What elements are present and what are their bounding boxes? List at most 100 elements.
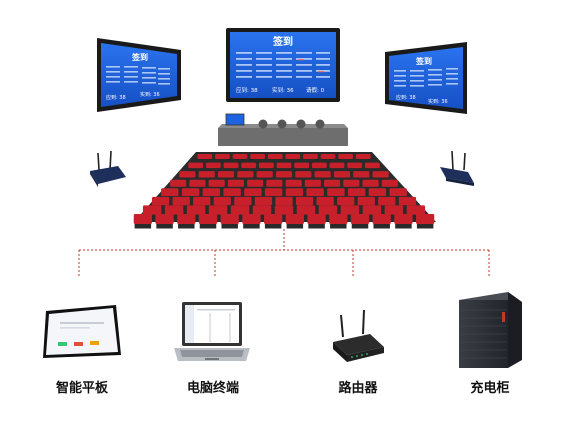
seat-base <box>199 177 215 181</box>
seat-base <box>382 186 398 191</box>
seat-base <box>238 177 253 181</box>
seat <box>164 205 184 215</box>
seat <box>189 179 206 187</box>
seat <box>372 214 391 224</box>
seat-base <box>328 196 344 200</box>
seat <box>347 188 366 197</box>
seat <box>220 214 239 224</box>
seat <box>244 188 262 197</box>
seat-base <box>385 214 403 219</box>
seat <box>378 196 396 206</box>
seat <box>384 205 404 215</box>
seat-base <box>265 196 282 200</box>
seat-base <box>303 159 318 162</box>
seat-base <box>353 177 369 181</box>
seat <box>198 171 215 178</box>
seat <box>264 214 283 224</box>
seat <box>340 205 360 215</box>
seat <box>337 196 355 206</box>
seat <box>303 154 318 159</box>
seat <box>142 205 162 215</box>
seat <box>285 188 304 197</box>
center-screen-stat-c: 请假: 0 <box>306 86 325 94</box>
seat <box>364 162 380 169</box>
seat <box>247 179 264 187</box>
seat <box>223 162 239 169</box>
seat-base <box>224 168 238 171</box>
seat <box>304 179 321 187</box>
label-charging-cabinet: 充电柜 <box>470 381 510 396</box>
seat <box>306 188 324 197</box>
seat <box>186 205 206 215</box>
left-display-screen: 签到 应到: 38 实到: 36 <box>97 38 181 112</box>
seat <box>347 162 363 169</box>
seat-base <box>407 214 425 219</box>
seat-base <box>276 177 292 181</box>
seat-base <box>338 159 353 162</box>
center-screen-stat-b: 实到: 36 <box>272 86 294 94</box>
seat <box>285 154 301 159</box>
seat-base <box>170 186 186 191</box>
seat <box>188 162 204 169</box>
seat-base <box>315 177 330 181</box>
seat-base <box>347 168 362 171</box>
center-display-screen: 签到 应到: 38 实到: 36 请假: 0 <box>226 28 340 102</box>
seat-base <box>188 168 203 171</box>
seat <box>343 179 360 187</box>
label-smart-tablet: 智能平板 <box>55 381 108 396</box>
seat <box>223 188 241 197</box>
seat <box>275 196 293 206</box>
seat-base <box>165 214 183 219</box>
seat <box>318 205 338 215</box>
seat <box>177 214 196 224</box>
seat <box>197 154 213 159</box>
seat <box>389 188 407 197</box>
seat <box>213 196 231 206</box>
seat-base <box>341 214 359 219</box>
seat <box>258 162 274 169</box>
podium-monitor-icon <box>225 113 245 126</box>
seat <box>215 154 230 159</box>
smart-tablet-icon <box>43 305 121 358</box>
seat <box>151 196 170 206</box>
seat-base <box>307 196 324 200</box>
seat <box>193 196 211 206</box>
seat-base <box>275 214 293 219</box>
center-screen-stat-a: 应到: 38 <box>236 86 258 94</box>
seat-base <box>250 159 265 162</box>
seat <box>362 205 382 215</box>
seat-base <box>259 168 274 171</box>
seat <box>232 154 248 159</box>
seat <box>230 205 250 215</box>
right-screen-stat-b: 实到: 36 <box>428 98 448 105</box>
seat-base <box>244 196 261 200</box>
right-screen-stat-a: 应到: 38 <box>396 94 416 101</box>
seat <box>133 214 152 224</box>
seat-base <box>182 196 199 200</box>
router-icon <box>333 309 384 362</box>
seat-base <box>334 177 350 181</box>
seat <box>266 179 283 187</box>
seat <box>285 214 304 224</box>
right-display-screen: 签到 应到: 38 实到: 36 <box>385 42 467 114</box>
seat <box>314 171 331 178</box>
label-router: 路由器 <box>338 381 378 396</box>
center-screen-title: 签到 <box>272 35 293 48</box>
seat-base <box>286 224 304 229</box>
seat-base <box>215 159 230 162</box>
seat <box>320 154 336 159</box>
seat <box>170 179 187 187</box>
left-screen-title: 签到 <box>131 52 148 62</box>
seat-base <box>161 196 178 200</box>
seat <box>242 214 261 224</box>
seat-base <box>365 168 380 171</box>
seat-base <box>233 159 247 162</box>
seat <box>316 196 334 206</box>
seat-base <box>209 214 227 219</box>
seat-base <box>203 196 220 200</box>
seat-base <box>257 177 273 181</box>
seat-base <box>178 224 195 229</box>
seat <box>406 205 426 215</box>
seat <box>324 179 341 187</box>
